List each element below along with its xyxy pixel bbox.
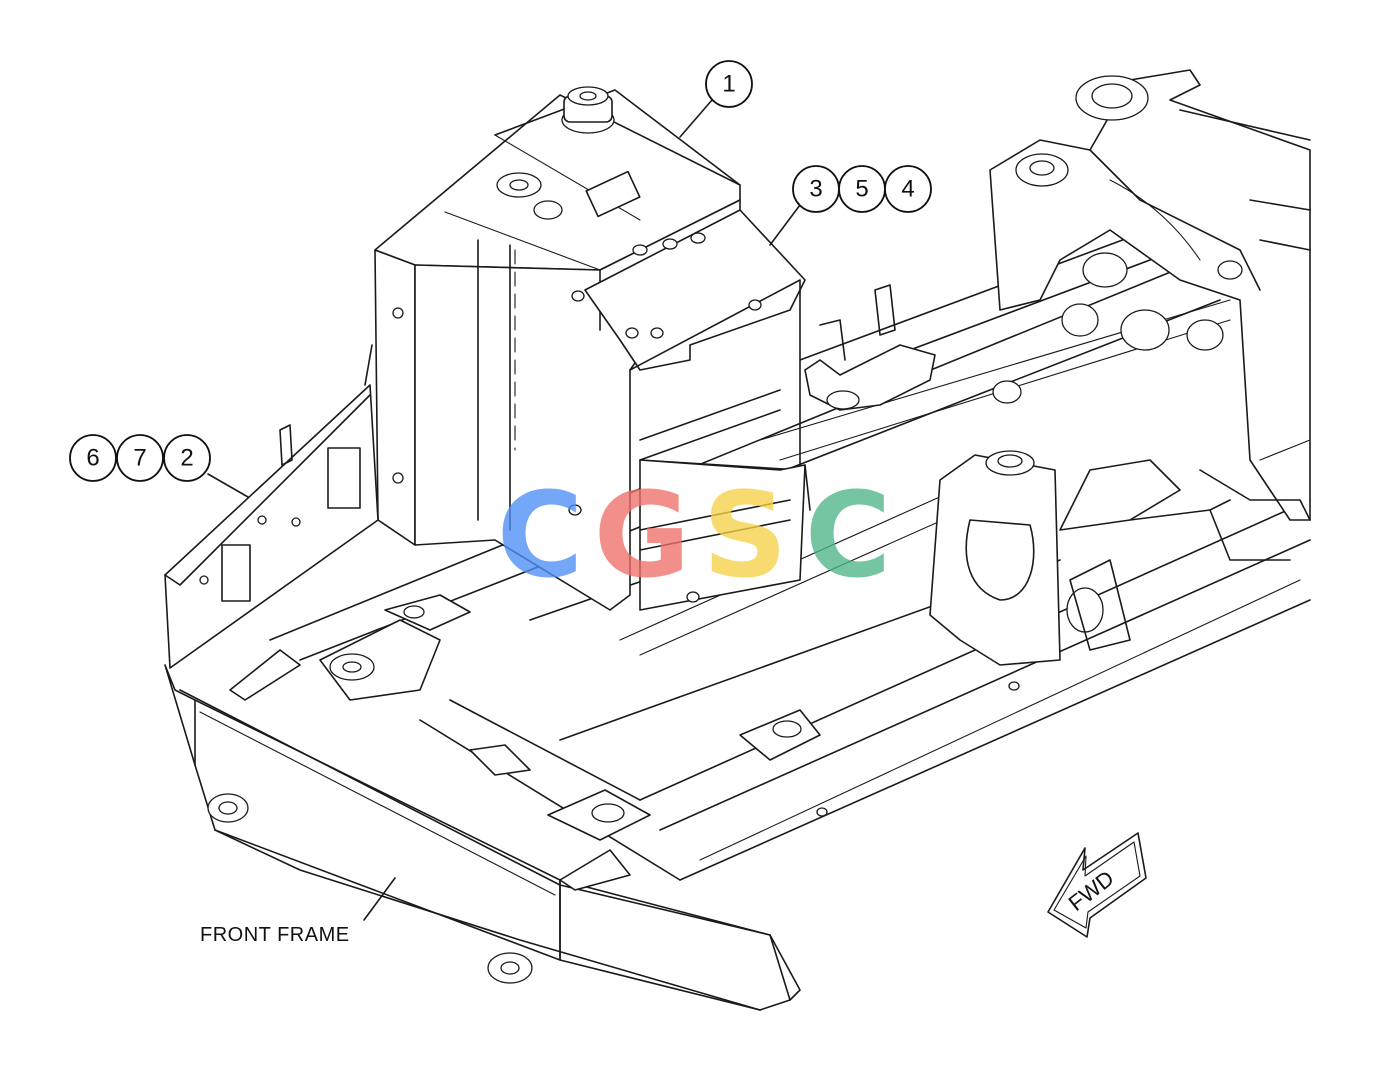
watermark-letter-3: S <box>703 466 788 604</box>
front-frame <box>164 664 801 1011</box>
tank-assembly <box>374 86 811 611</box>
watermark: C G S C <box>497 466 892 604</box>
fwd-arrow: FWD <box>1047 832 1147 938</box>
callout-5-label: 5 <box>855 176 868 203</box>
left-guard-plate <box>164 344 379 669</box>
watermark-letter-1: C <box>497 466 584 604</box>
callout-1-label: 1 <box>722 71 735 98</box>
callout-2-label: 2 <box>180 445 193 472</box>
callout-7-label: 7 <box>133 445 146 472</box>
front-frame-callout: FRONT FRAME <box>200 877 396 946</box>
callout-6-label: 6 <box>86 445 99 472</box>
callout-1: 1 <box>679 60 753 138</box>
callout-3-5-4: 3 5 4 <box>769 165 932 246</box>
mid-bracket <box>804 284 936 411</box>
watermark-letter-4: C <box>805 466 892 604</box>
watermark-letter-2: G <box>594 466 691 604</box>
front-frame-label: FRONT FRAME <box>200 924 350 946</box>
callout-3-label: 3 <box>809 176 822 203</box>
callout-6-7-2: 6 7 2 <box>69 434 249 498</box>
centre-tower <box>929 450 1231 691</box>
rear-frame <box>989 69 1311 561</box>
callout-4-label: 4 <box>901 176 914 203</box>
floor-mounts <box>229 594 828 891</box>
